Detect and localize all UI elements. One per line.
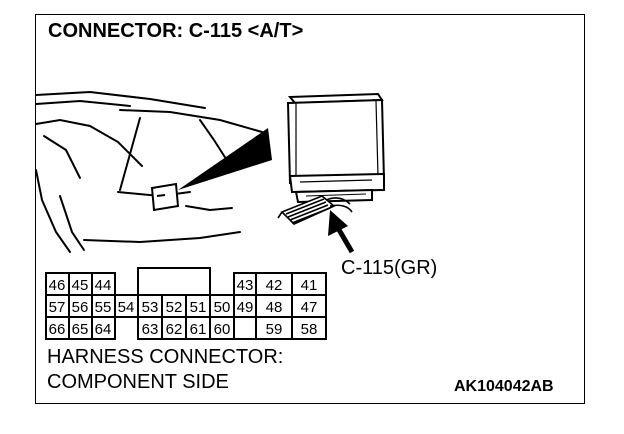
pin-66: 66 (49, 321, 66, 338)
harness-plug (277, 195, 353, 225)
connector-pin-grid (45, 267, 327, 340)
pin-42: 42 (266, 277, 283, 294)
pin-56: 56 (72, 299, 89, 316)
callout-arrow (328, 210, 355, 254)
harness-label-line2: COMPONENT SIDE (47, 371, 229, 393)
pin-64: 64 (95, 321, 112, 338)
pin-57: 57 (49, 299, 66, 316)
diagram-frame (35, 14, 585, 404)
harness-label-line1: HARNESS CONNECTOR: (47, 346, 284, 368)
pin-41: 41 (301, 277, 318, 294)
pin-52: 52 (166, 299, 183, 316)
dashboard-drawing (35, 90, 263, 253)
ecu-location-box (150, 182, 180, 212)
ecu-unit (286, 92, 386, 204)
pin-54: 54 (118, 299, 135, 316)
diagram-title: CONNECTOR: C-115 <A/T> (48, 20, 304, 42)
pin-53: 53 (142, 299, 159, 316)
pin-47: 47 (301, 299, 318, 316)
pin-46: 46 (49, 277, 66, 294)
reference-code: AK104042AB (454, 378, 554, 395)
pin-55: 55 (95, 299, 112, 316)
pin-45: 45 (72, 277, 89, 294)
pin-43: 43 (237, 277, 254, 294)
pin-51: 51 (190, 299, 207, 316)
pin-58: 58 (301, 321, 318, 338)
pin-44: 44 (95, 277, 112, 294)
pin-48: 48 (266, 299, 283, 316)
pin-59: 59 (266, 321, 283, 338)
pin-63: 63 (142, 321, 159, 338)
pin-49: 49 (237, 299, 254, 316)
pin-65: 65 (72, 321, 89, 338)
pin-61: 61 (190, 321, 207, 338)
pin-60: 60 (214, 321, 231, 338)
pin-labels: 46 45 44 43 42 41 57 56 55 54 53 52 51 5… (49, 277, 318, 338)
callout-label: C-115(GR) (341, 257, 438, 279)
pin-62: 62 (166, 321, 183, 338)
pin-50: 50 (214, 299, 231, 316)
pointer-wedge (178, 128, 272, 190)
